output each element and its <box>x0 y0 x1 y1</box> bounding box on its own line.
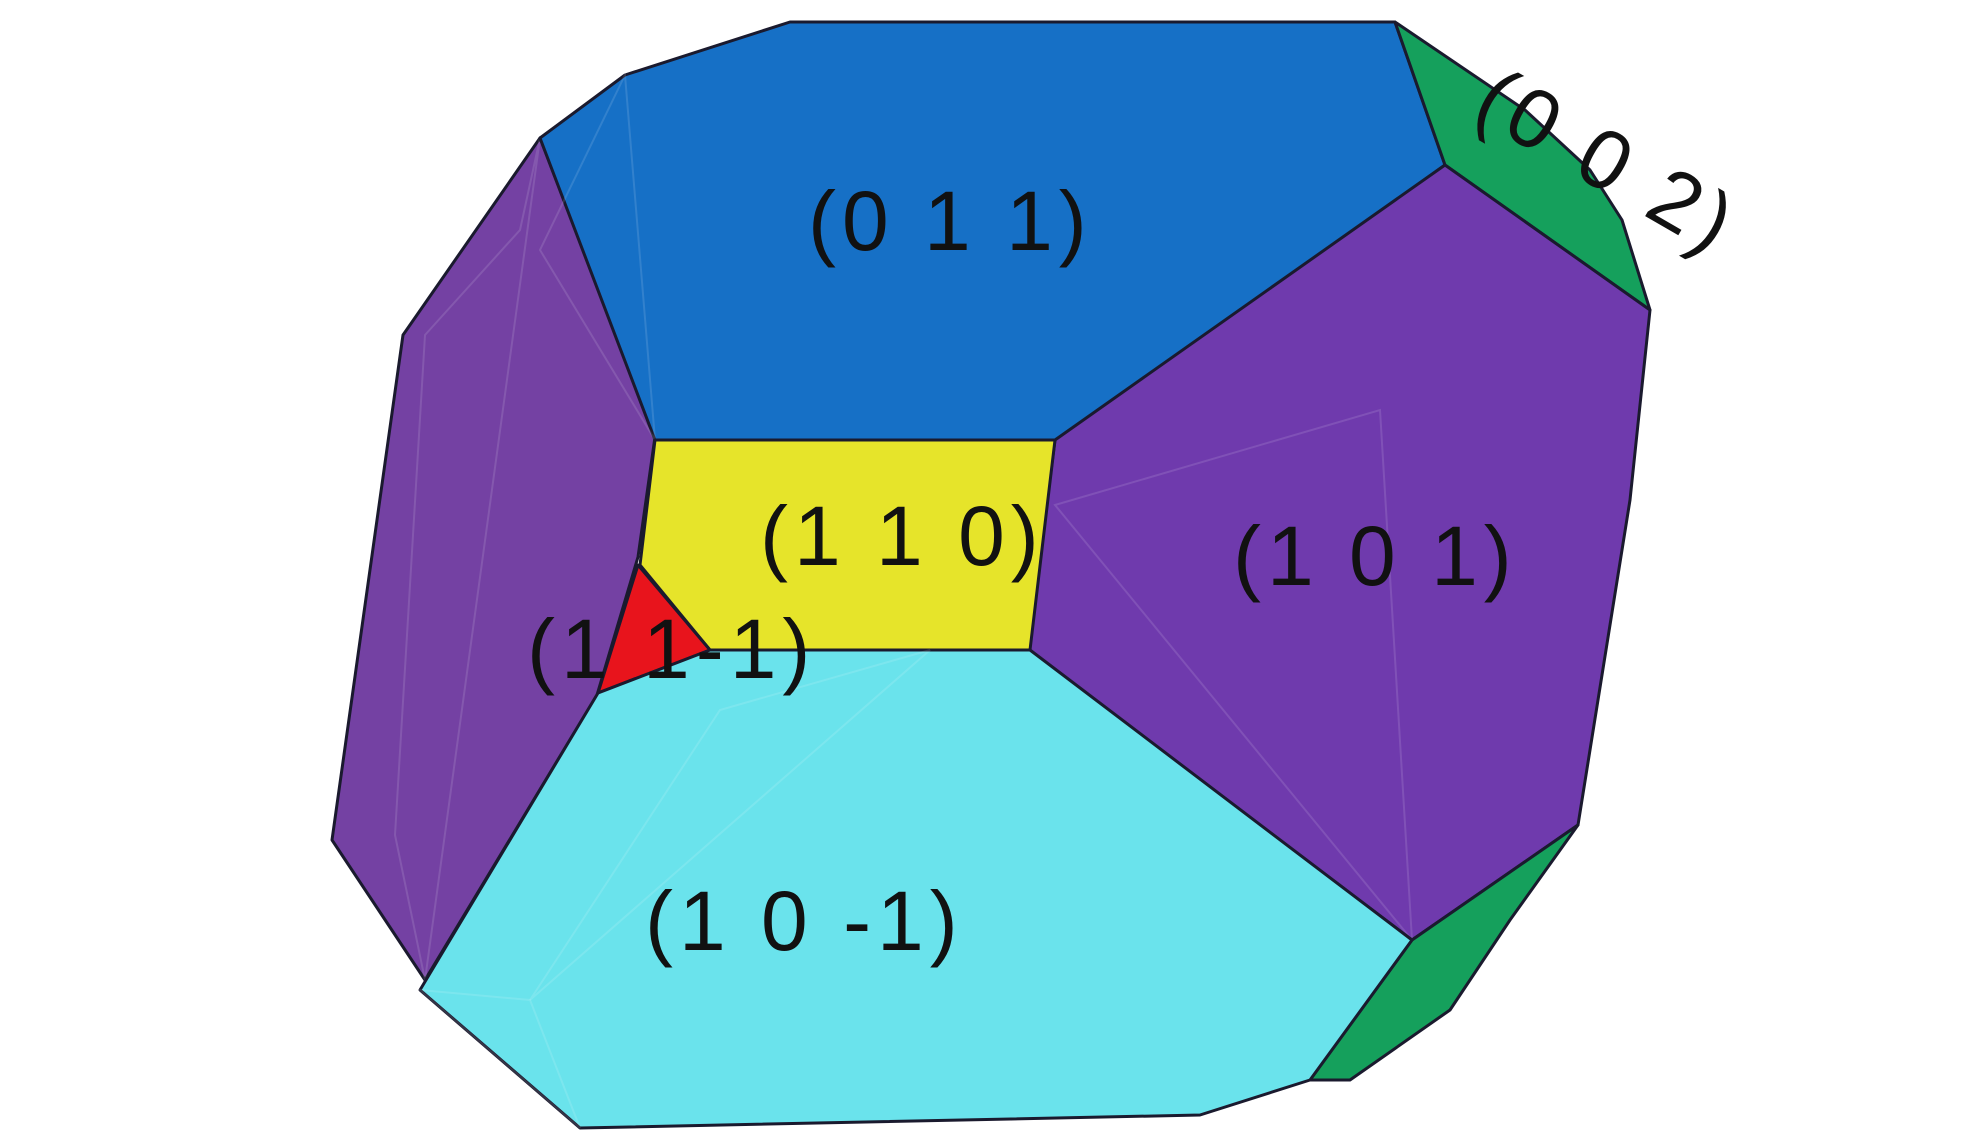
facet-10-1-bevel-2 <box>529 649 931 1001</box>
label-11-1: (1 1-1) <box>527 602 816 696</box>
facet-left-side-bevel <box>393 137 541 981</box>
facet-011-bevel <box>538 71 656 441</box>
label-011: (0 1 1) <box>808 174 1093 268</box>
facet-101-bevel <box>1053 408 1414 944</box>
facet-10-1 <box>418 648 1414 1130</box>
facet-10-1-bevel <box>416 988 581 1129</box>
label-10-1: (1 0 -1) <box>645 874 964 968</box>
label-101: (1 0 1) <box>1233 509 1518 603</box>
label-110: (1 1 0) <box>760 489 1045 583</box>
